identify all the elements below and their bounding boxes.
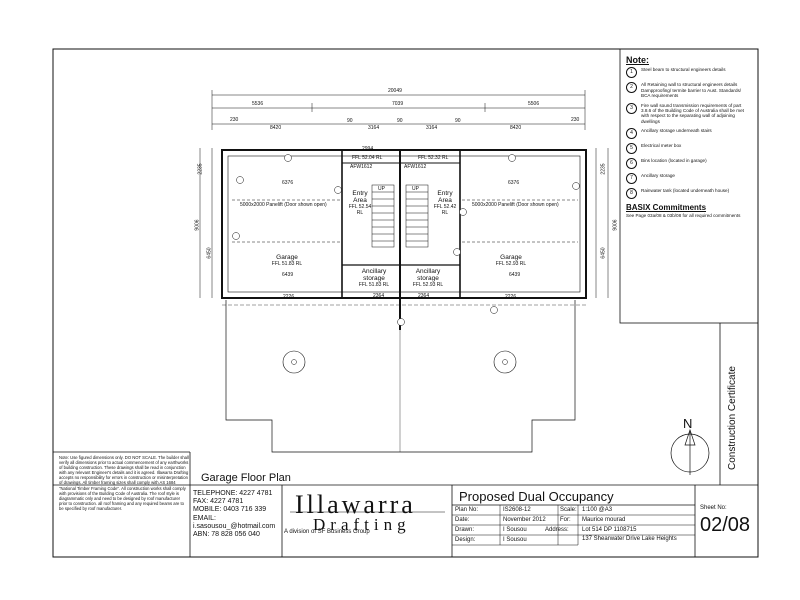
dim-right: 2235 — [600, 163, 607, 175]
logo-text-drafting: Drafting — [313, 515, 411, 534]
dim-top2: 90 — [397, 118, 403, 124]
dim-right: 9006 — [612, 219, 619, 231]
north-label: N — [683, 416, 693, 431]
plan-no-label: Plan No: — [455, 507, 479, 513]
dim-top2: 90 — [347, 118, 353, 124]
construction-certificate-label: Construction Certificate — [727, 366, 738, 470]
dim-label: 2226 — [505, 294, 517, 300]
design-label: Design: — [455, 537, 476, 543]
date-label: Date: — [455, 517, 470, 523]
logo-text-illawarra: Illawarra — [295, 490, 416, 519]
dim-label: 2226 — [283, 294, 295, 300]
design-value: I Sousou — [503, 537, 527, 543]
stair-up-label: UP — [412, 186, 419, 192]
disclaimer-text: Note: Use figured dimensions only. DO NO… — [59, 455, 189, 511]
dim-label: 6376 — [282, 180, 294, 186]
room-garage-right: Garage FFL 52.93 RL — [495, 254, 527, 267]
logo-tagline: A division of SF Business Group — [284, 529, 370, 535]
address-value: Lot 514 DP 1108715 — [582, 527, 637, 533]
dim-top2: 8420 — [270, 125, 282, 131]
room-entry-right: Entry Area FFL 52.42 RL — [433, 190, 457, 216]
garage-door-label: 5000x2000 Panelift (Door shown open) — [240, 202, 327, 208]
dim-label: 2364 — [373, 293, 385, 299]
ffl-label: FFL 52.04 RL — [352, 155, 383, 161]
drawn-label: Drawn: — [455, 527, 475, 533]
contact-block: TELEPHONE: 4227 4781 FAX: 4227 4781 MOBI… — [193, 490, 276, 539]
garage-door-label: 5000x2000 Panelift (Door shown open) — [472, 202, 559, 208]
north-arrow — [670, 428, 710, 475]
dim-top: 7039 — [392, 101, 404, 107]
plan-no: IS2608-12 — [503, 507, 531, 513]
dim-top: 5506 — [528, 101, 540, 107]
address-line2: 137 Shearwater Drive Lake Heights — [582, 536, 677, 542]
ffl-label: FFL 52.32 RL — [418, 155, 449, 161]
dim-left: 2235 — [197, 163, 204, 175]
scale-label: Scale: — [560, 507, 577, 513]
room-garage-left: Garage FFL 51.83 RL — [271, 254, 303, 267]
dim-top2: 230 — [571, 117, 580, 123]
basix-title: BASIX Commitments — [626, 203, 707, 213]
plan-title: Garage Floor Plan — [201, 472, 291, 484]
dim-overall: 20049 — [388, 88, 402, 94]
drawn-value: I Sousou — [503, 527, 527, 533]
dim-top2: 90 — [455, 118, 461, 124]
window-label: AFW1612 — [404, 164, 427, 170]
scale-value: 1:100 @A3 — [582, 507, 613, 513]
dim-label: 6439 — [282, 272, 294, 278]
project-title: Proposed Dual Occupancy — [459, 489, 614, 504]
stair-up-label: UP — [378, 186, 385, 192]
for-label: For: — [560, 517, 571, 523]
dim-top: 5536 — [252, 101, 264, 107]
dim-top2: 230 — [230, 117, 239, 123]
dim-label: 2364 — [418, 293, 430, 299]
room-entry-left: Entry Area FFL 52.54 RL — [348, 190, 372, 216]
sheet-number: 02/08 — [700, 514, 751, 536]
dim-top2: 3164 — [426, 125, 438, 131]
dim-right: 6450 — [600, 247, 607, 259]
dim-label: 6376 — [508, 180, 520, 186]
room-ancillary-right: Ancillary storage FFL 52.93 RL — [412, 268, 444, 288]
notes-title: Note: — [626, 55, 649, 65]
dim-top2: 3164 — [368, 125, 380, 131]
dim-left: 6450 — [206, 247, 213, 259]
notes-box — [619, 48, 759, 324]
room-ancillary-left: Ancillary storage FFL 51.83 RL — [358, 268, 390, 288]
dim-label: 6439 — [509, 272, 521, 278]
address-label: Address: — [545, 527, 569, 533]
dim-label: 2994 — [362, 146, 374, 152]
window-label: AFW1612 — [350, 164, 373, 170]
dim-left: 9006 — [194, 219, 201, 231]
dim-top2: 8420 — [510, 125, 522, 131]
for-value: Maurice mourad — [582, 517, 626, 523]
sheet-label: Sheet No: — [700, 505, 727, 511]
date-value: November 2012 — [503, 517, 546, 523]
basix-text: See Page 03a/08 & 03b/08 for all require… — [626, 212, 741, 218]
